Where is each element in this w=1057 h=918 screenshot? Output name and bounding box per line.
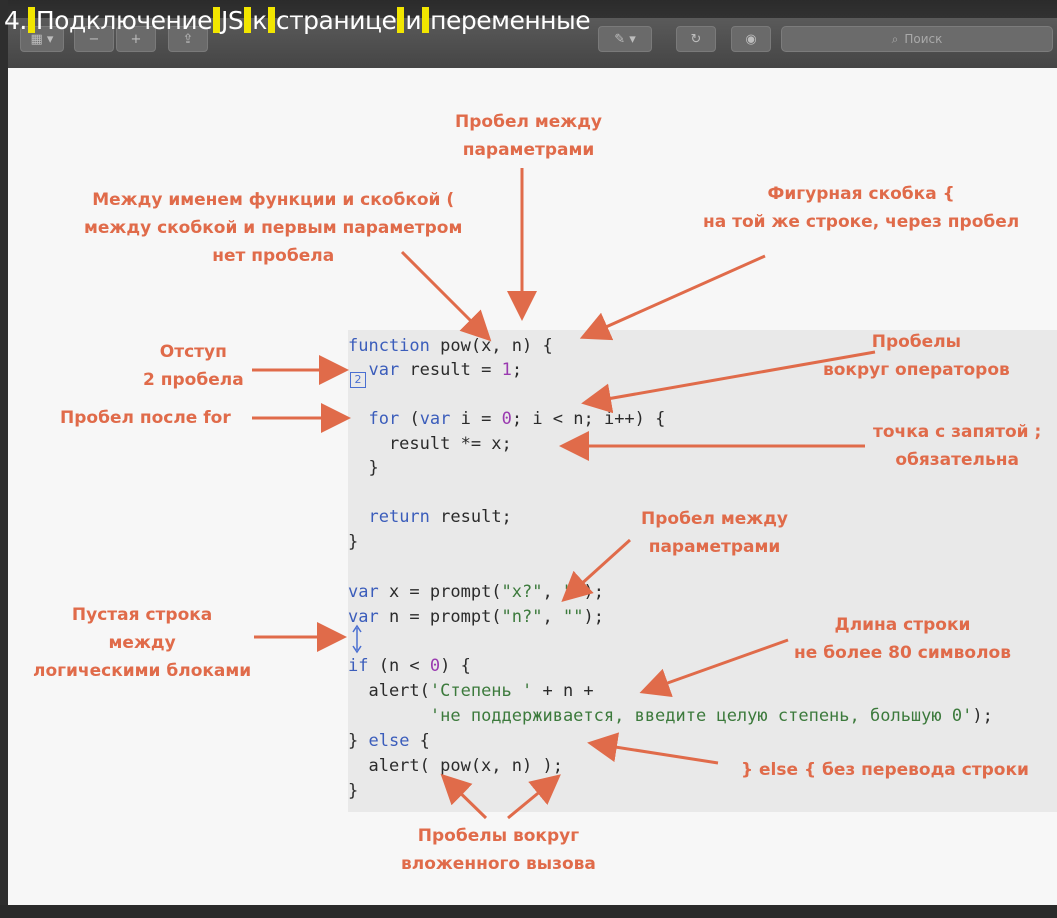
note-empty-line: Пустая строка между логическими блоками — [33, 605, 252, 681]
highlight-mark — [397, 7, 405, 33]
markup-button[interactable]: ✎ ▾ — [598, 26, 652, 52]
arrow-nested-right — [507, 774, 561, 820]
search-placeholder: Поиск — [904, 32, 943, 46]
note-curly-brace: Фигурная скобка { на той же строке, чере… — [703, 184, 1020, 232]
arrow-line-length — [639, 638, 789, 698]
highlight-mark — [27, 7, 35, 33]
video-title: 4. Подключение JS к странице и переменные — [4, 2, 591, 38]
code-line: return result; — [368, 507, 512, 527]
code-line: var n = prompt("n?", ""); — [348, 607, 604, 627]
slide-image — [8, 68, 1057, 905]
title-part-2: Подключение — [35, 5, 213, 35]
arrow-func-paren — [400, 250, 492, 342]
sidebar-toggle-button[interactable]: ▦ ▾ — [20, 26, 64, 52]
note-params-space-bottom: Пробел между параметрами — [641, 509, 788, 557]
code-line: alert('Степень ' + n + — [348, 681, 594, 701]
code-line: 'не поддерживается, введите целую степен… — [429, 706, 993, 726]
title-part-4: к — [252, 5, 267, 35]
highlight-mark — [267, 7, 275, 33]
search-icon: ⌕ — [891, 31, 899, 46]
highlight-mark — [213, 7, 220, 33]
note-space-after-for: Пробел после for — [60, 408, 231, 428]
code-line: if (n < 0) { — [348, 656, 471, 676]
code-block — [348, 330, 1057, 812]
search-input[interactable]: ⌕ Поиск — [781, 26, 1053, 52]
zoom-in-button[interactable]: + — [116, 26, 156, 52]
title-part-3: JS — [221, 5, 244, 35]
code-line: } — [348, 532, 359, 552]
zoom-out-button[interactable]: − — [74, 26, 114, 52]
preview-toolbar: ▦ ▾ − + ⇪ ✎ ▾ ↻ ◉ ⌕ Поиск — [8, 18, 1057, 66]
code-line: function pow(x, n) { — [348, 336, 553, 356]
video-frame-left — [0, 0, 8, 918]
code-line: alert( pow(x, n) ); — [348, 756, 563, 776]
code-line: result *= x; — [348, 434, 512, 454]
code-line: for (var i = 0; i < n; i++) { — [368, 409, 666, 429]
title-part-5: странице — [275, 5, 397, 35]
code-line: } — [348, 781, 359, 801]
arrow-else — [587, 732, 719, 765]
code-line: } else { — [348, 731, 430, 751]
note-func-name-paren: Между именем функции и скобкой ( между с… — [84, 190, 463, 266]
note-nested-call: Пробелы вокруг вложенного вызова — [401, 826, 596, 874]
arrow-params-bottom — [561, 538, 632, 603]
arrow-curly — [579, 254, 766, 341]
arrow-operators — [581, 350, 876, 414]
note-else-rule: } else { без перевода строки — [741, 760, 1029, 780]
note-semicolon: точка с запятой ; обязательна — [873, 422, 1042, 470]
indent-marker-icon: 2 — [350, 372, 366, 388]
highlight-mark — [422, 7, 430, 33]
arrow-nested-left — [440, 773, 488, 820]
annotate-button[interactable]: ◉ — [731, 26, 771, 52]
highlight-mark — [244, 7, 252, 33]
title-part-1: 4. — [4, 5, 27, 35]
code-line: } — [348, 458, 379, 478]
code-line: var result = 1; — [368, 360, 523, 380]
share-button[interactable]: ⇪ — [168, 26, 208, 52]
video-frame-bottom — [0, 905, 1057, 918]
note-params-space-top: Пробел между параметрами — [455, 112, 602, 160]
note-indent: Отступ 2 пробела — [143, 342, 244, 390]
rotate-button[interactable]: ↻ — [676, 26, 716, 52]
note-operators: Пробелы вокруг операторов — [823, 332, 1010, 380]
title-part-7: переменные — [430, 5, 591, 35]
note-line-length: Длина строки не более 80 символов — [794, 615, 1011, 663]
title-part-6: и — [405, 5, 422, 35]
